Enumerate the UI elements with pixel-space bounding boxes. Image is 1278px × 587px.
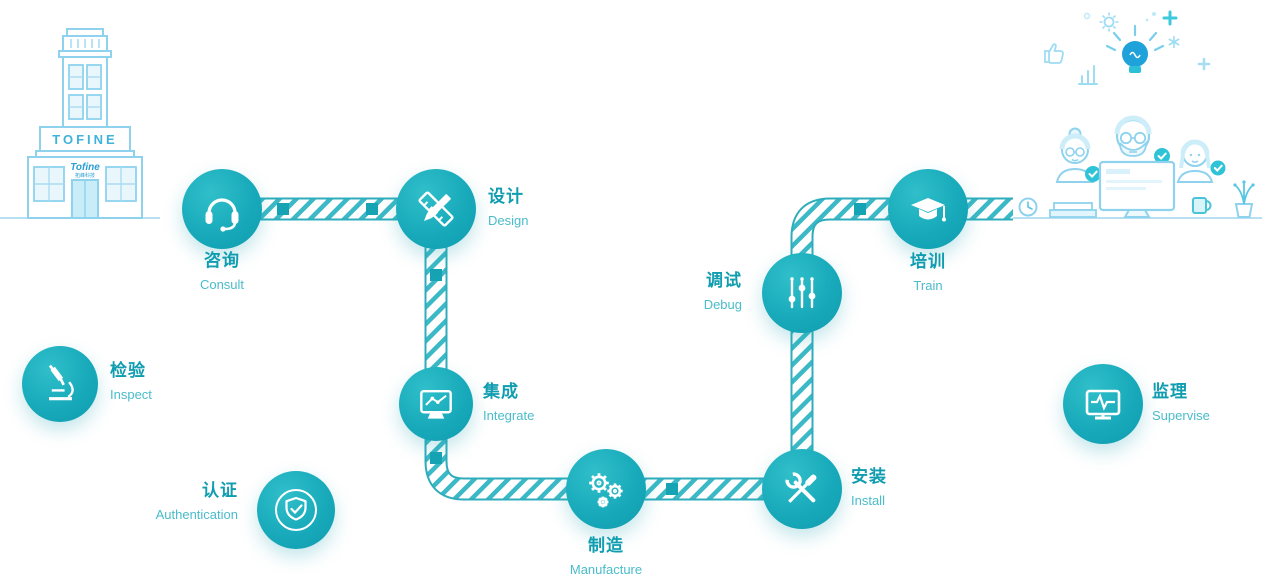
snowflake-icon: [1168, 36, 1180, 48]
label-consult: 咨询 Consult: [152, 251, 292, 292]
lightbulb-rays: [1105, 24, 1165, 52]
desk-items: [1018, 160, 1255, 218]
label-install-en: Install: [851, 492, 885, 508]
sliders-icon: [788, 277, 816, 309]
label-install: 安装 Install: [851, 467, 887, 508]
gear-icon: [1099, 12, 1119, 32]
plant-pot: [1234, 203, 1254, 218]
monitor-pulse-icon: [1085, 389, 1121, 420]
shield-check-icon: [275, 489, 317, 531]
coffee-cup-icon: [1192, 197, 1207, 214]
monitor-chart-icon: [420, 389, 452, 419]
step-debug-node: [762, 253, 842, 333]
label-install-zh: 安装: [851, 467, 887, 486]
step-supervise-node: [1063, 364, 1143, 444]
label-consult-en: Consult: [199, 276, 245, 292]
label-supervise-zh: 监理: [1152, 382, 1188, 401]
step-install-node: [762, 449, 842, 529]
bar-chart-icon: [1078, 65, 1098, 85]
step-train-node: [888, 169, 968, 249]
route-hatching: [222, 199, 1013, 499]
label-train-zh: 培训: [910, 252, 946, 271]
label-debug-zh: 调试: [706, 271, 742, 290]
label-train: 培训 Train: [858, 252, 998, 293]
label-design-zh: 设计: [488, 187, 524, 206]
label-consult-zh: 咨询: [204, 251, 240, 270]
label-inspect: 检验 Inspect: [110, 361, 152, 402]
label-integrate-zh: 集成: [483, 382, 519, 401]
label-debug-en: Debug: [703, 296, 742, 312]
label-design: 设计 Design: [488, 187, 529, 228]
label-supervise: 监理 Supervise: [1152, 382, 1210, 423]
team-illustration: [1018, 10, 1255, 218]
step-manufacture-node: [566, 449, 646, 529]
building-logo-text: Tofine: [70, 162, 100, 173]
step-authentication-node: [257, 471, 335, 549]
label-integrate-en: Integrate: [483, 407, 535, 423]
label-authentication-zh: 认证: [202, 481, 238, 500]
company-building-illustration: TOFINE Tofine 拓峰科技: [27, 28, 143, 219]
thumbs-up-icon: [1044, 43, 1064, 64]
step-consult-node: [182, 169, 262, 249]
person-left: [1055, 127, 1095, 183]
label-train-en: Train: [913, 277, 943, 293]
label-design-en: Design: [488, 212, 529, 228]
building-sign-text: TOFINE: [52, 132, 117, 147]
building-balustrade: [70, 39, 100, 48]
route-markers: [277, 203, 866, 495]
graduation-cap-icon: [911, 198, 946, 222]
step-integrate-node: [399, 367, 473, 441]
label-debug: 调试 Debug: [602, 271, 742, 312]
label-integrate: 集成 Integrate: [483, 382, 535, 423]
label-supervise-en: Supervise: [1152, 407, 1210, 423]
route-border: [222, 197, 1013, 501]
label-manufacture-en: Manufacture: [569, 561, 643, 577]
plus-icon-small: [1197, 57, 1211, 71]
label-inspect-zh: 检验: [110, 361, 146, 380]
check-badges: [1085, 148, 1226, 182]
microscope-icon: [48, 364, 74, 401]
label-authentication: 认证 Authentication: [78, 481, 238, 522]
headset-icon: [205, 198, 239, 232]
gears-icon: [589, 473, 623, 508]
person-right: [1176, 139, 1214, 183]
label-manufacture-zh: 制造: [588, 536, 624, 555]
building-logo-subtext: 拓峰科技: [75, 172, 95, 179]
label-manufacture: 制造 Manufacture: [536, 536, 676, 577]
tools-icon: [785, 472, 817, 503]
label-inspect-en: Inspect: [110, 386, 152, 402]
plus-icon: [1162, 10, 1178, 26]
step-design-node: [396, 169, 476, 249]
label-authentication-en: Authentication: [155, 506, 238, 522]
step-inspect-node: [22, 346, 98, 422]
pencil-ruler-icon: [418, 191, 454, 227]
